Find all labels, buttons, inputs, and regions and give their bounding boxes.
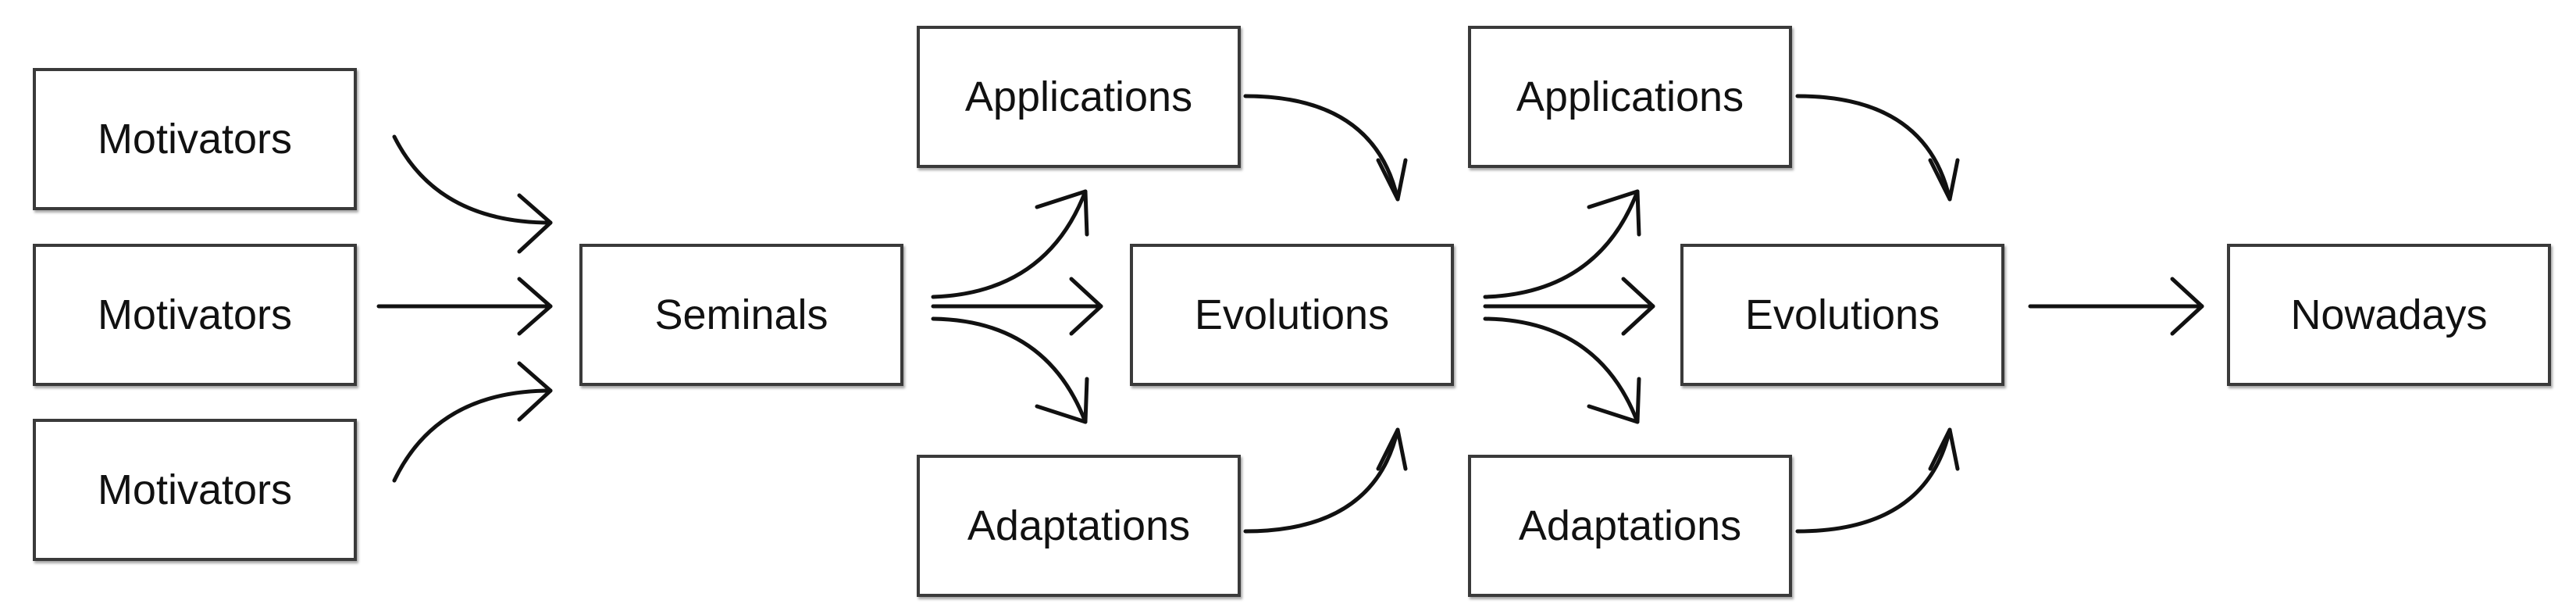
- arrow-seminals-to-adaptations-1: [931, 316, 1089, 424]
- arrow-evolutions-1-to-evolutions-2: [1483, 277, 1655, 336]
- arrow-applications-2-to-evolutions-2: [1795, 94, 1960, 202]
- arrow-adaptations-2-to-evolutions-2: [1795, 427, 1960, 534]
- arrow-applications-1-to-evolutions-1: [1243, 94, 1408, 202]
- applications-box-1: Applications: [917, 26, 1241, 168]
- adaptations-box-1: Adaptations: [917, 455, 1241, 597]
- arrow-evolutions-1-to-adaptations-2: [1483, 316, 1641, 424]
- arrow-seminals-to-applications-1: [931, 189, 1089, 299]
- motivators-box-2: Motivators: [33, 244, 357, 386]
- arrow-motivators-3-to-seminals: [392, 361, 553, 483]
- arrow-motivators-2-to-seminals: [376, 277, 553, 336]
- arrow-motivators-1-to-seminals: [392, 134, 553, 254]
- applications-box-2: Applications: [1468, 26, 1792, 168]
- arrow-evolutions-2-to-nowadays: [2028, 277, 2204, 336]
- arrow-seminals-to-evolutions-1: [931, 277, 1103, 336]
- arrow-evolutions-1-to-applications-2: [1483, 189, 1641, 299]
- evolutions-box-2: Evolutions: [1680, 244, 2004, 386]
- nowadays-box: Nowadays: [2227, 244, 2551, 386]
- motivators-box-3: Motivators: [33, 419, 357, 561]
- seminals-box: Seminals: [579, 244, 903, 386]
- adaptations-box-2: Adaptations: [1468, 455, 1792, 597]
- arrow-adaptations-1-to-evolutions-1: [1243, 427, 1408, 534]
- evolutions-box-1: Evolutions: [1130, 244, 1454, 386]
- motivators-box-1: Motivators: [33, 68, 357, 210]
